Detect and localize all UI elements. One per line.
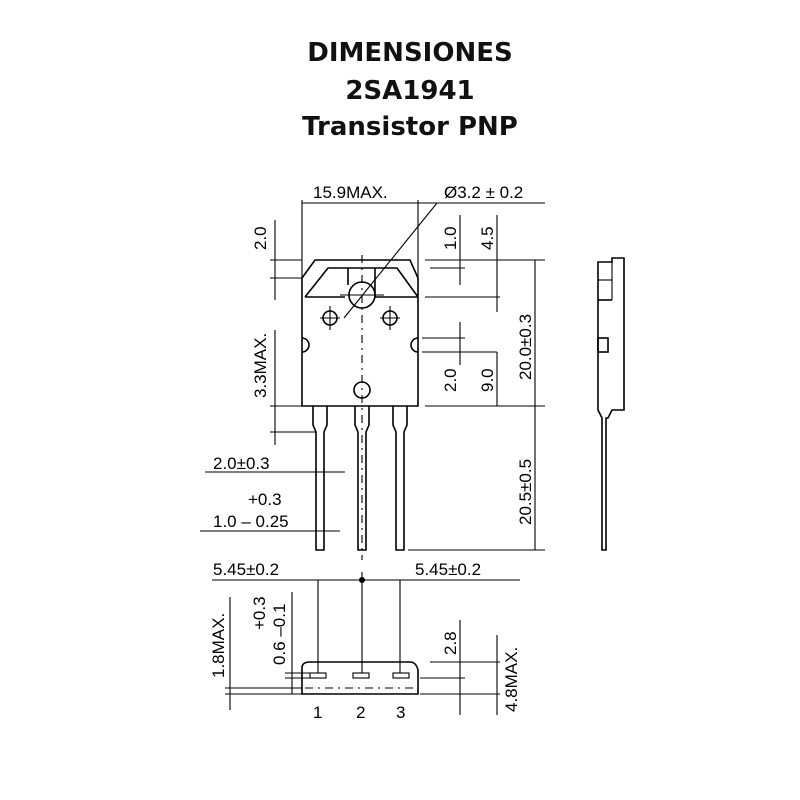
dim-pitch-left: 5.45±0.2 — [213, 560, 279, 579]
title-line-2: 2SA1941 — [345, 76, 475, 106]
dim-hole-offset: 4.5 — [478, 226, 497, 250]
dim-slot-height: 9.0 — [478, 368, 497, 392]
dim-pitch-right: 5.45±0.2 — [415, 560, 481, 579]
dim-tab-top: 2.0 — [251, 226, 270, 250]
title-line-1: DIMENSIONES — [307, 38, 513, 68]
leads — [312, 406, 408, 551]
dim-lead-width-upper: 2.0±0.3 — [213, 454, 270, 473]
pin-label-3: 3 — [396, 703, 405, 722]
dim-lead-length: 20.5±0.5 — [516, 459, 535, 525]
pin-label-2: 2 — [356, 703, 365, 722]
dim-lead-thickness: 0.6 –0.1 — [270, 604, 289, 665]
dim-lead-width-lower: 1.0 – 0.25 — [213, 512, 289, 531]
dimension-lines — [200, 200, 545, 715]
side-view — [597, 257, 625, 551]
dim-body-thickness: 4.8MAX. — [502, 647, 521, 712]
dim-lead-shoulder: 3.3MAX. — [251, 333, 270, 398]
title-line-3: Transistor PNP — [302, 112, 518, 142]
dim-lead-thickness-max: 1.8MAX. — [209, 613, 228, 678]
pin-label-1: 1 — [313, 703, 322, 722]
bottom-view — [301, 572, 419, 695]
dim-slot-width: 2.0 — [441, 368, 460, 392]
front-view-body — [301, 255, 419, 560]
dim-width-max: 15.9MAX. — [313, 183, 388, 202]
dim-body-height: 20.0±0.3 — [516, 314, 535, 380]
dim-tab-offset: 1.0 — [441, 226, 460, 250]
dim-lead-height: 2.8 — [441, 631, 460, 655]
dim-hole-diameter: Ø3.2 ± 0.2 — [444, 183, 523, 202]
dim-lead-width-tol: +0.3 — [248, 490, 282, 509]
dim-lead-thickness-tol: +0.3 — [250, 596, 269, 630]
